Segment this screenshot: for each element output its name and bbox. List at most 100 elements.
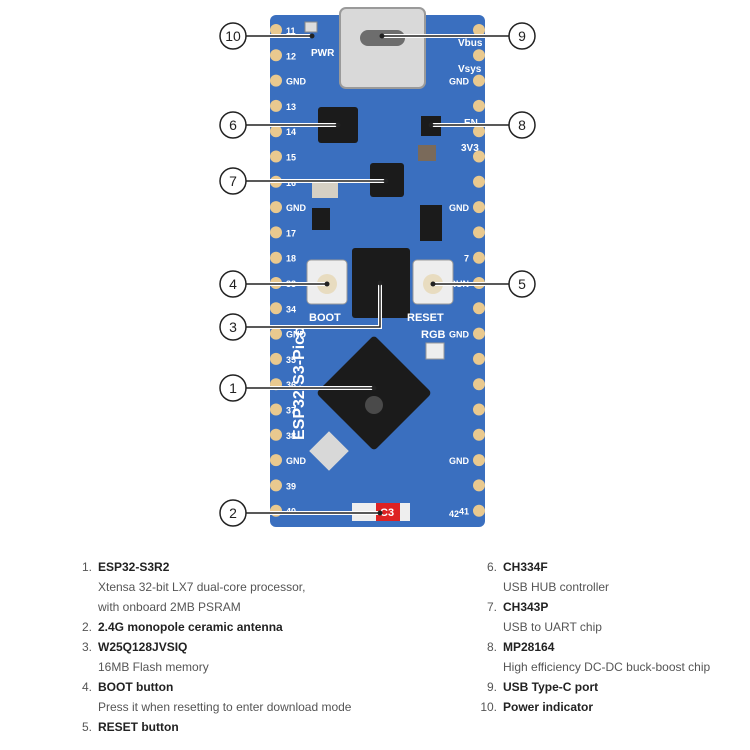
smd-component xyxy=(312,208,330,230)
power-led xyxy=(304,21,318,33)
legend-description: High efficiency DC-DC buck-boost chip xyxy=(503,660,711,674)
pin-label: 11 xyxy=(286,26,296,36)
smd-component xyxy=(418,145,436,161)
pin-label: 14 xyxy=(286,127,296,137)
legend-title: ESP32-S3R2 xyxy=(98,560,170,574)
legend-item: 10.Power indicator xyxy=(477,697,710,717)
board-model-label: ESP32-S3-Pico xyxy=(291,326,308,440)
callout-circle xyxy=(508,270,536,298)
antenna-marker xyxy=(376,503,400,521)
legend-description: USB HUB controller xyxy=(503,580,610,594)
pin-pad xyxy=(270,403,282,416)
left-pin-labels: 1112GND13141516GND17183334GND35363738GND… xyxy=(286,26,307,517)
pin-pad xyxy=(270,428,282,441)
pin-pad xyxy=(473,378,485,391)
pin-pad xyxy=(473,99,485,112)
pin-label: 37 xyxy=(286,406,296,416)
legend-item: 7. CH343P xyxy=(477,597,710,617)
callout-number: 5 xyxy=(518,276,526,292)
callout-number: 6 xyxy=(229,117,237,133)
pin-label: 39 xyxy=(286,481,296,491)
legend-number: 6. xyxy=(486,560,497,574)
pin-label: 35 xyxy=(286,355,296,365)
pin-pad xyxy=(473,125,485,138)
pin-pad xyxy=(270,479,282,492)
callout-circle xyxy=(219,374,247,402)
callout-number: 8 xyxy=(518,117,526,133)
callout-dot xyxy=(371,385,377,391)
callout-dot xyxy=(430,281,436,287)
rgb-led xyxy=(425,342,445,360)
legend-number: 9. xyxy=(486,680,497,694)
legend-title: CH334F xyxy=(503,560,548,574)
legend-description: 16MB Flash memory xyxy=(98,660,209,674)
pin-label: GND xyxy=(286,330,307,340)
pin-label: GND xyxy=(449,203,470,213)
legend-title: RESET button xyxy=(98,720,179,734)
pin-pad xyxy=(270,352,282,365)
callout-circle xyxy=(219,111,247,139)
legend-right-column: 6. CH334F USB HUB controller 7. CH343P USB to… xyxy=(477,557,710,717)
callout-dot xyxy=(335,122,341,128)
legend-description: Xtensa 32-bit LX7 dual-core processor, xyxy=(98,580,306,594)
callout-line xyxy=(246,283,381,328)
pin-label: 34 xyxy=(286,304,296,314)
pin-label: 17 xyxy=(286,228,296,238)
legend-item: 1. ESP32-S3R2 xyxy=(72,557,351,577)
legend-number: 1. xyxy=(81,560,92,574)
silk-42: 42 xyxy=(449,509,459,519)
legend-item: 2.2.4G monopole ceramic antenna xyxy=(72,617,351,637)
legend-title: CH343P xyxy=(503,600,549,614)
pin-pad xyxy=(270,24,282,36)
pin-label: GND xyxy=(286,77,307,87)
legend-number: 2. xyxy=(81,620,92,634)
callout-circle xyxy=(219,167,247,195)
pin-label: GND xyxy=(449,330,470,340)
callout-circle xyxy=(508,111,536,139)
callout-number: 9 xyxy=(518,28,526,44)
pin-label: GND xyxy=(449,77,470,87)
pin-pad xyxy=(473,201,485,214)
pin-pad xyxy=(270,454,282,467)
pin-pad xyxy=(473,49,485,62)
pin-pad xyxy=(473,251,485,264)
usb-c-port xyxy=(339,7,426,89)
legend-title: W25Q128JVSIQ xyxy=(98,640,188,654)
legend-item: 5. RESET button xyxy=(72,717,351,737)
callout-circle xyxy=(219,499,247,527)
legend-description: Press it when resetting to enter downloa… xyxy=(98,700,352,714)
legend-number: 4. xyxy=(81,680,92,694)
espressif-logo xyxy=(365,396,383,414)
silk-3v3: 3V3 xyxy=(461,143,479,154)
legend-title: USB Type-C port xyxy=(503,680,599,694)
pin-pad xyxy=(270,49,282,62)
legend-title: MP28164 xyxy=(503,640,555,654)
pin-pad xyxy=(473,428,485,441)
pin-pad xyxy=(270,226,282,239)
pin-pad xyxy=(473,175,485,188)
silk-boot: BOOT xyxy=(309,312,341,324)
legend-number: 7. xyxy=(486,600,497,614)
callout-circle xyxy=(219,22,247,50)
callout-dot xyxy=(377,280,383,286)
pin-pad xyxy=(473,327,485,340)
board-diagram: 1112GND13141516GND17183334GND35363738GND… xyxy=(219,7,536,527)
pin-label: GND xyxy=(449,456,470,466)
silk-rgb: RGB xyxy=(421,329,446,341)
legend-description: USB to UART chip xyxy=(503,620,602,634)
pin-pad xyxy=(473,504,485,517)
legend-item: 3.W25Q128JVSIQ xyxy=(72,637,351,657)
legend-number: 10. xyxy=(480,700,497,714)
legend-title: BOOT button xyxy=(98,680,174,694)
legend-number: 8. xyxy=(486,640,497,654)
callout-circle xyxy=(219,313,247,341)
smd-component xyxy=(420,205,442,241)
pin-pad xyxy=(473,24,485,36)
pin-pad xyxy=(270,99,282,112)
pin-pad xyxy=(270,125,282,138)
callout-dot xyxy=(309,33,315,39)
legend-number: 5. xyxy=(81,720,92,734)
legend-item: 9. USB Type-C port xyxy=(477,677,710,697)
pin-label: 15 xyxy=(286,153,296,163)
